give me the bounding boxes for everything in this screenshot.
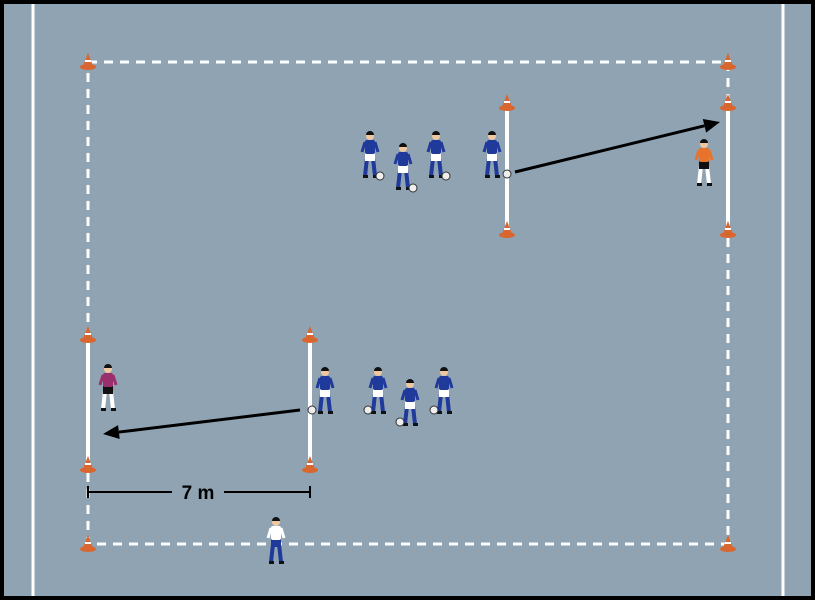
player [434, 367, 454, 414]
cone-icon [80, 53, 96, 70]
player [400, 379, 420, 426]
ball-icon [307, 405, 317, 415]
player-passing [482, 131, 502, 178]
cone-icon [302, 456, 318, 473]
cone-icon [80, 456, 96, 473]
ball-icon [408, 183, 418, 193]
pass-arrow [514, 118, 720, 174]
cone-icon [80, 326, 96, 343]
ball-icon [441, 171, 451, 181]
drill-area-boundary [86, 60, 730, 546]
cone-icon [499, 94, 515, 111]
ball-icon [395, 417, 405, 427]
cone-icon [499, 221, 515, 238]
ball-icon [363, 405, 373, 415]
ball-icon [375, 171, 385, 181]
cone-icon [720, 94, 736, 111]
player [393, 143, 413, 190]
pass-arrow [103, 408, 301, 440]
cone-icon [80, 535, 96, 552]
coach [266, 517, 286, 564]
cone-icon [302, 326, 318, 343]
player [368, 367, 388, 414]
player-passing [315, 367, 335, 414]
distance-marker: 7 m [87, 483, 311, 504]
player [426, 131, 446, 178]
cone-icon [720, 53, 736, 70]
goalkeeper [694, 139, 714, 186]
distance-label: 7 m [182, 483, 215, 504]
ball-icon [429, 405, 439, 415]
pitch [4, 4, 811, 596]
ball-icon [502, 169, 512, 179]
cone-icon [720, 221, 736, 238]
cone-icon [720, 535, 736, 552]
player [360, 131, 380, 178]
goalkeeper [98, 364, 118, 411]
